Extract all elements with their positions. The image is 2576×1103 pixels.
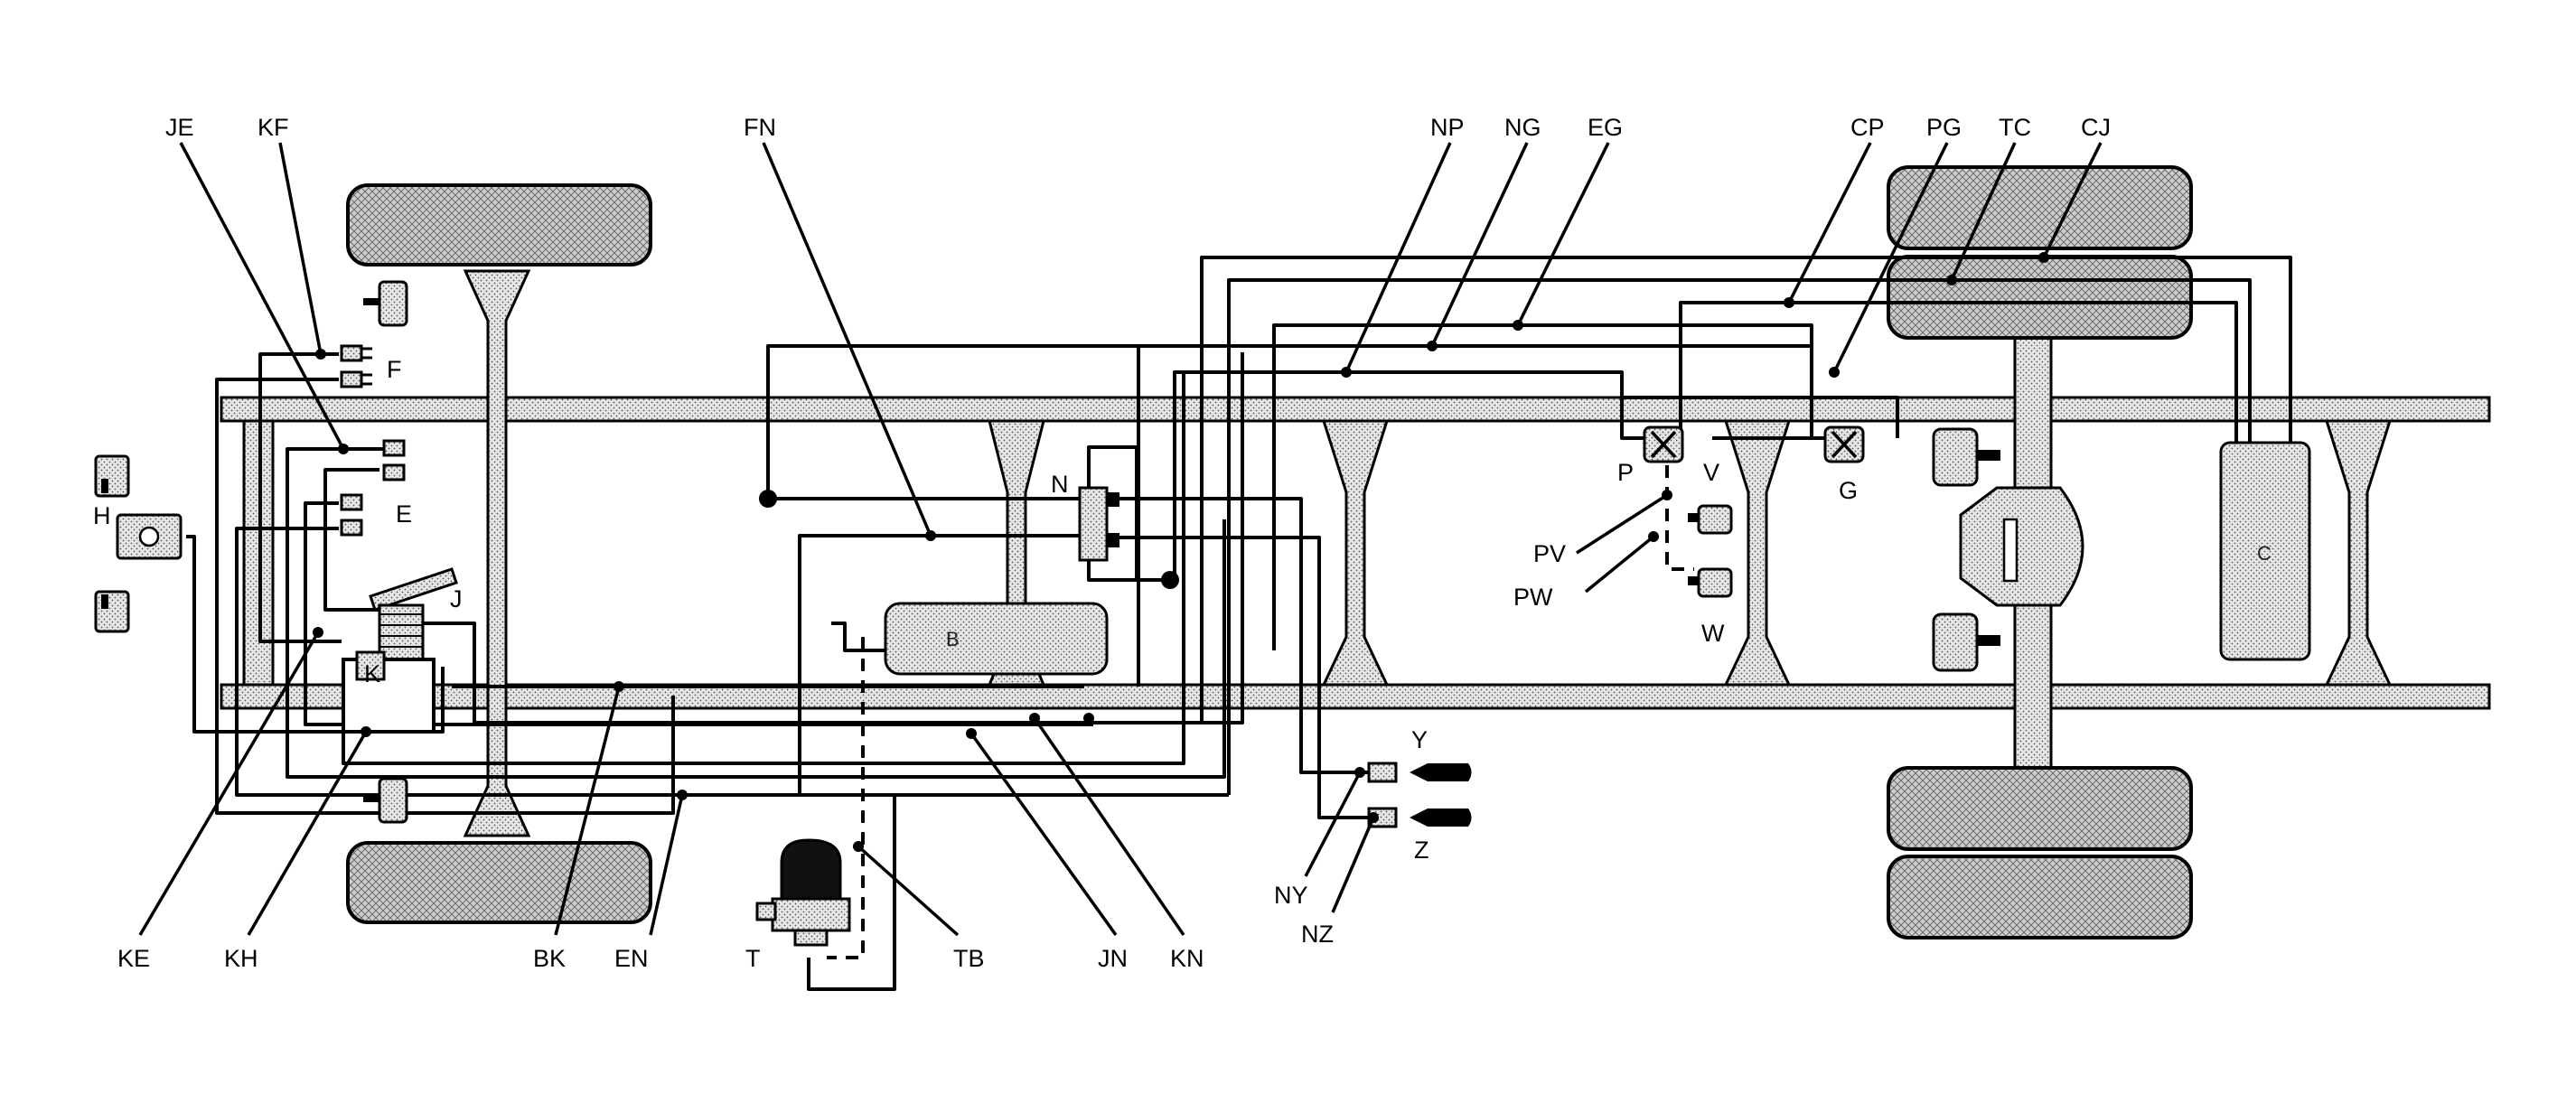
reservoir-c-symbol: C [2257,542,2272,565]
component-label-z: Z [1414,837,1429,864]
foot-brake-valve-j [369,567,458,668]
component-label-t: T [745,945,761,972]
callout-kn: KN [1170,945,1204,972]
air-lines [186,256,2292,991]
line-t-solid [807,795,896,991]
line-eg [1272,323,1813,650]
rear-brake-chamber-top [1932,427,2000,487]
crossmember-4 [2324,419,2393,687]
callout-kf: KF [258,114,289,141]
valve-g [1823,425,1865,463]
callout-ny: NY [1274,882,1308,909]
line-cj [1227,278,2252,795]
components: B [94,280,2311,947]
front-brake-chamber-top [363,280,408,327]
line-je [286,447,1226,779]
rear-tire-top-outer [1887,165,2193,250]
reservoir-b: B [884,602,1109,676]
component-label-k: K [364,660,380,687]
rear-tire-bottom-inner [1887,766,2193,851]
rear-tire-bottom-outer [1887,855,2193,939]
reservoir-b-symbol: B [946,628,960,650]
component-label-g: G [1839,477,1858,504]
dot-kn2 [1083,713,1094,724]
line-pg [1622,396,1899,438]
callout-kh: KH [224,945,258,972]
valve-e [340,439,406,537]
callout-labels: JE KF FN NP NG EG CP PG TC CJ PV PW KE K… [117,114,2111,972]
chassis-frame [220,396,2491,710]
coupling-z [1367,807,1472,828]
line-kf [258,352,342,643]
front-tire-top [346,183,652,266]
frame-rail-bottom [220,683,2491,710]
component-label-j: J [450,585,463,612]
callout-ng: NG [1504,114,1541,141]
callout-en: EN [614,945,649,972]
line-h [186,535,445,734]
frame-rail-top [220,396,2491,423]
callout-np: NP [1430,114,1465,141]
component-label-n: N [1051,471,1069,498]
component-label-w: W [1701,620,1725,647]
component-label-p: P [1617,459,1634,486]
dot-large-2 [1161,571,1179,589]
callout-cj: CJ [2081,114,2111,141]
front-brake-chamber-bottom [363,777,408,824]
line-np [1173,370,1644,580]
leader-lines [138,142,2103,937]
line-f-lower [215,378,675,815]
callout-je: JE [165,114,194,141]
differential-pinion [2002,518,2019,583]
front-axle-beam [463,269,531,837]
dot-large-1 [759,490,777,508]
callout-pw: PW [1513,584,1553,611]
component-label-e: E [396,500,412,528]
valve-p [1643,425,1684,463]
line-n-out1 [1111,497,1369,774]
rear-tire-top-inner [1887,255,2193,340]
callout-tb: TB [953,945,985,972]
callout-ke: KE [117,945,150,972]
relay-valve-n [1078,486,1119,562]
callout-tc: TC [1999,114,2031,141]
line-cp [1679,301,2238,443]
crossmember-3 [1723,419,1792,687]
callout-bk: BK [533,945,566,972]
front-axle-assembly [346,183,652,924]
callout-eg: EG [1588,114,1623,141]
component-labels: F E H J K N T Y Z P V G W [93,356,1858,972]
component-label-y: Y [1411,726,1428,753]
valve-v [1688,504,1733,535]
line-b-supply [831,622,904,652]
rear-brake-chamber-bottom [1932,612,2000,672]
component-label-v: V [1703,459,1719,486]
callout-nz: NZ [1301,921,1334,948]
rear-differential [1959,486,2084,607]
reservoir-c: C [2219,441,2311,661]
gladhands-h [94,454,183,633]
line-ke [379,352,1244,724]
coupling-y [1367,762,1472,783]
front-tire-bottom [346,841,652,924]
valve-f [340,344,372,388]
callout-cp: CP [1850,114,1885,141]
line-tc [1200,256,2292,723]
callout-fn: FN [744,114,776,141]
callout-jn: JN [1098,945,1128,972]
line-en [492,534,1080,797]
air-dryer-t [755,838,851,947]
crossmember-2 [1321,419,1390,687]
line-n-bottom [1087,556,1175,582]
component-label-f: F [387,356,402,383]
component-label-h: H [93,502,111,529]
valve-w [1688,567,1733,598]
callout-pg: PG [1926,114,1962,141]
rear-axle-assembly [1887,165,2193,939]
valve-k [342,650,436,734]
line-j-up [323,468,379,612]
callout-pv: PV [1533,540,1566,567]
line-n-out2 [1111,536,1369,819]
